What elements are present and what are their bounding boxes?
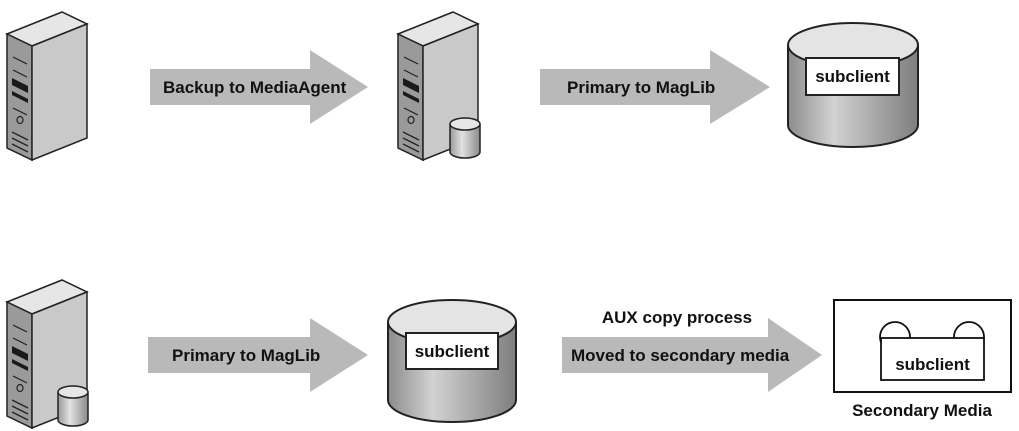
aux-copy-label: AUX copy process [602, 308, 752, 327]
arrow-primary-to-maglib: Primary to MagLib [540, 50, 770, 124]
disk-icon [57, 385, 89, 427]
arrow-backup-to-mediaagent: Backup to MediaAgent [150, 50, 368, 124]
maglib-label: subclient [415, 342, 490, 361]
client-server-icon [6, 11, 88, 161]
magnetic-library-icon: subclient [787, 22, 919, 148]
media-agent-server-icon [6, 279, 89, 429]
media-agent-server-icon [397, 11, 481, 161]
arrow-moved-to-secondary-media: Moved to secondary media [562, 318, 822, 392]
arrow-label: Backup to MediaAgent [163, 78, 347, 97]
disk-icon [449, 117, 481, 159]
maglib-label: subclient [815, 67, 890, 86]
tape-media-icon: subclient Secondary Media [833, 299, 1012, 420]
arrow-label: Moved to secondary media [571, 346, 790, 365]
magnetic-library-icon: subclient [387, 299, 517, 423]
tape-caption: Secondary Media [852, 401, 992, 420]
arrow-label: Primary to MagLib [172, 346, 320, 365]
arrow-primary-to-maglib: Primary to MagLib [148, 318, 368, 392]
arrow-label: Primary to MagLib [567, 78, 715, 97]
tape-label: subclient [895, 355, 970, 374]
